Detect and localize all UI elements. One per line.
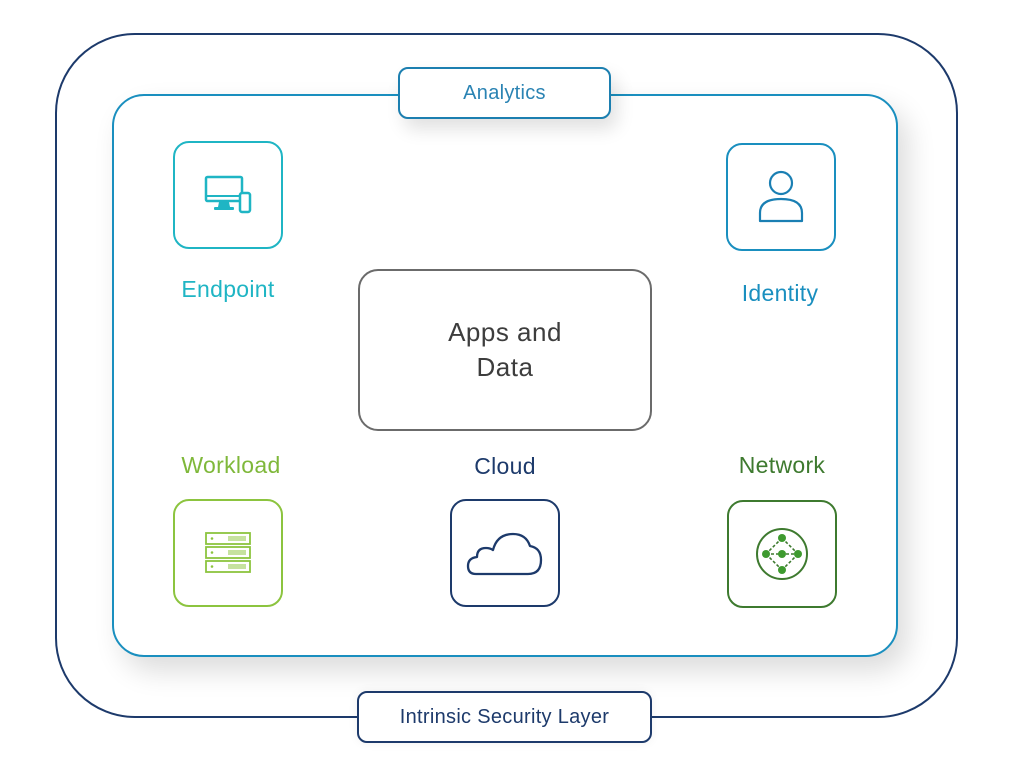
- identity-label: Identity: [741, 280, 819, 306]
- analytics-tag: Analytics: [398, 67, 611, 119]
- endpoint-node[interactable]: [173, 141, 283, 249]
- desktop-and-phone-icon: [204, 175, 252, 214]
- apps-and-data-line2: Data: [476, 352, 534, 382]
- apps-and-data-box: Apps and Data: [358, 269, 652, 431]
- identity-node[interactable]: [726, 143, 836, 251]
- intrinsic-security-layer-tag: Intrinsic Security Layer: [357, 691, 652, 743]
- user-icon: [758, 170, 804, 223]
- server-rack-icon: [205, 532, 251, 573]
- network-label: Network: [738, 452, 826, 478]
- intrinsic-security-layer-label: Intrinsic Security Layer: [399, 705, 610, 728]
- apps-and-data-line1: Apps and: [448, 317, 562, 347]
- workload-node[interactable]: [173, 499, 283, 607]
- cloud-node[interactable]: [450, 499, 560, 607]
- network-nodes-icon: [756, 528, 808, 580]
- analytics-label: Analytics: [463, 81, 546, 104]
- cloud-label: Cloud: [474, 453, 536, 479]
- network-node[interactable]: [727, 500, 837, 608]
- endpoint-label: Endpoint: [181, 276, 275, 302]
- workload-label: Workload: [181, 452, 281, 478]
- cloud-icon: [466, 532, 543, 576]
